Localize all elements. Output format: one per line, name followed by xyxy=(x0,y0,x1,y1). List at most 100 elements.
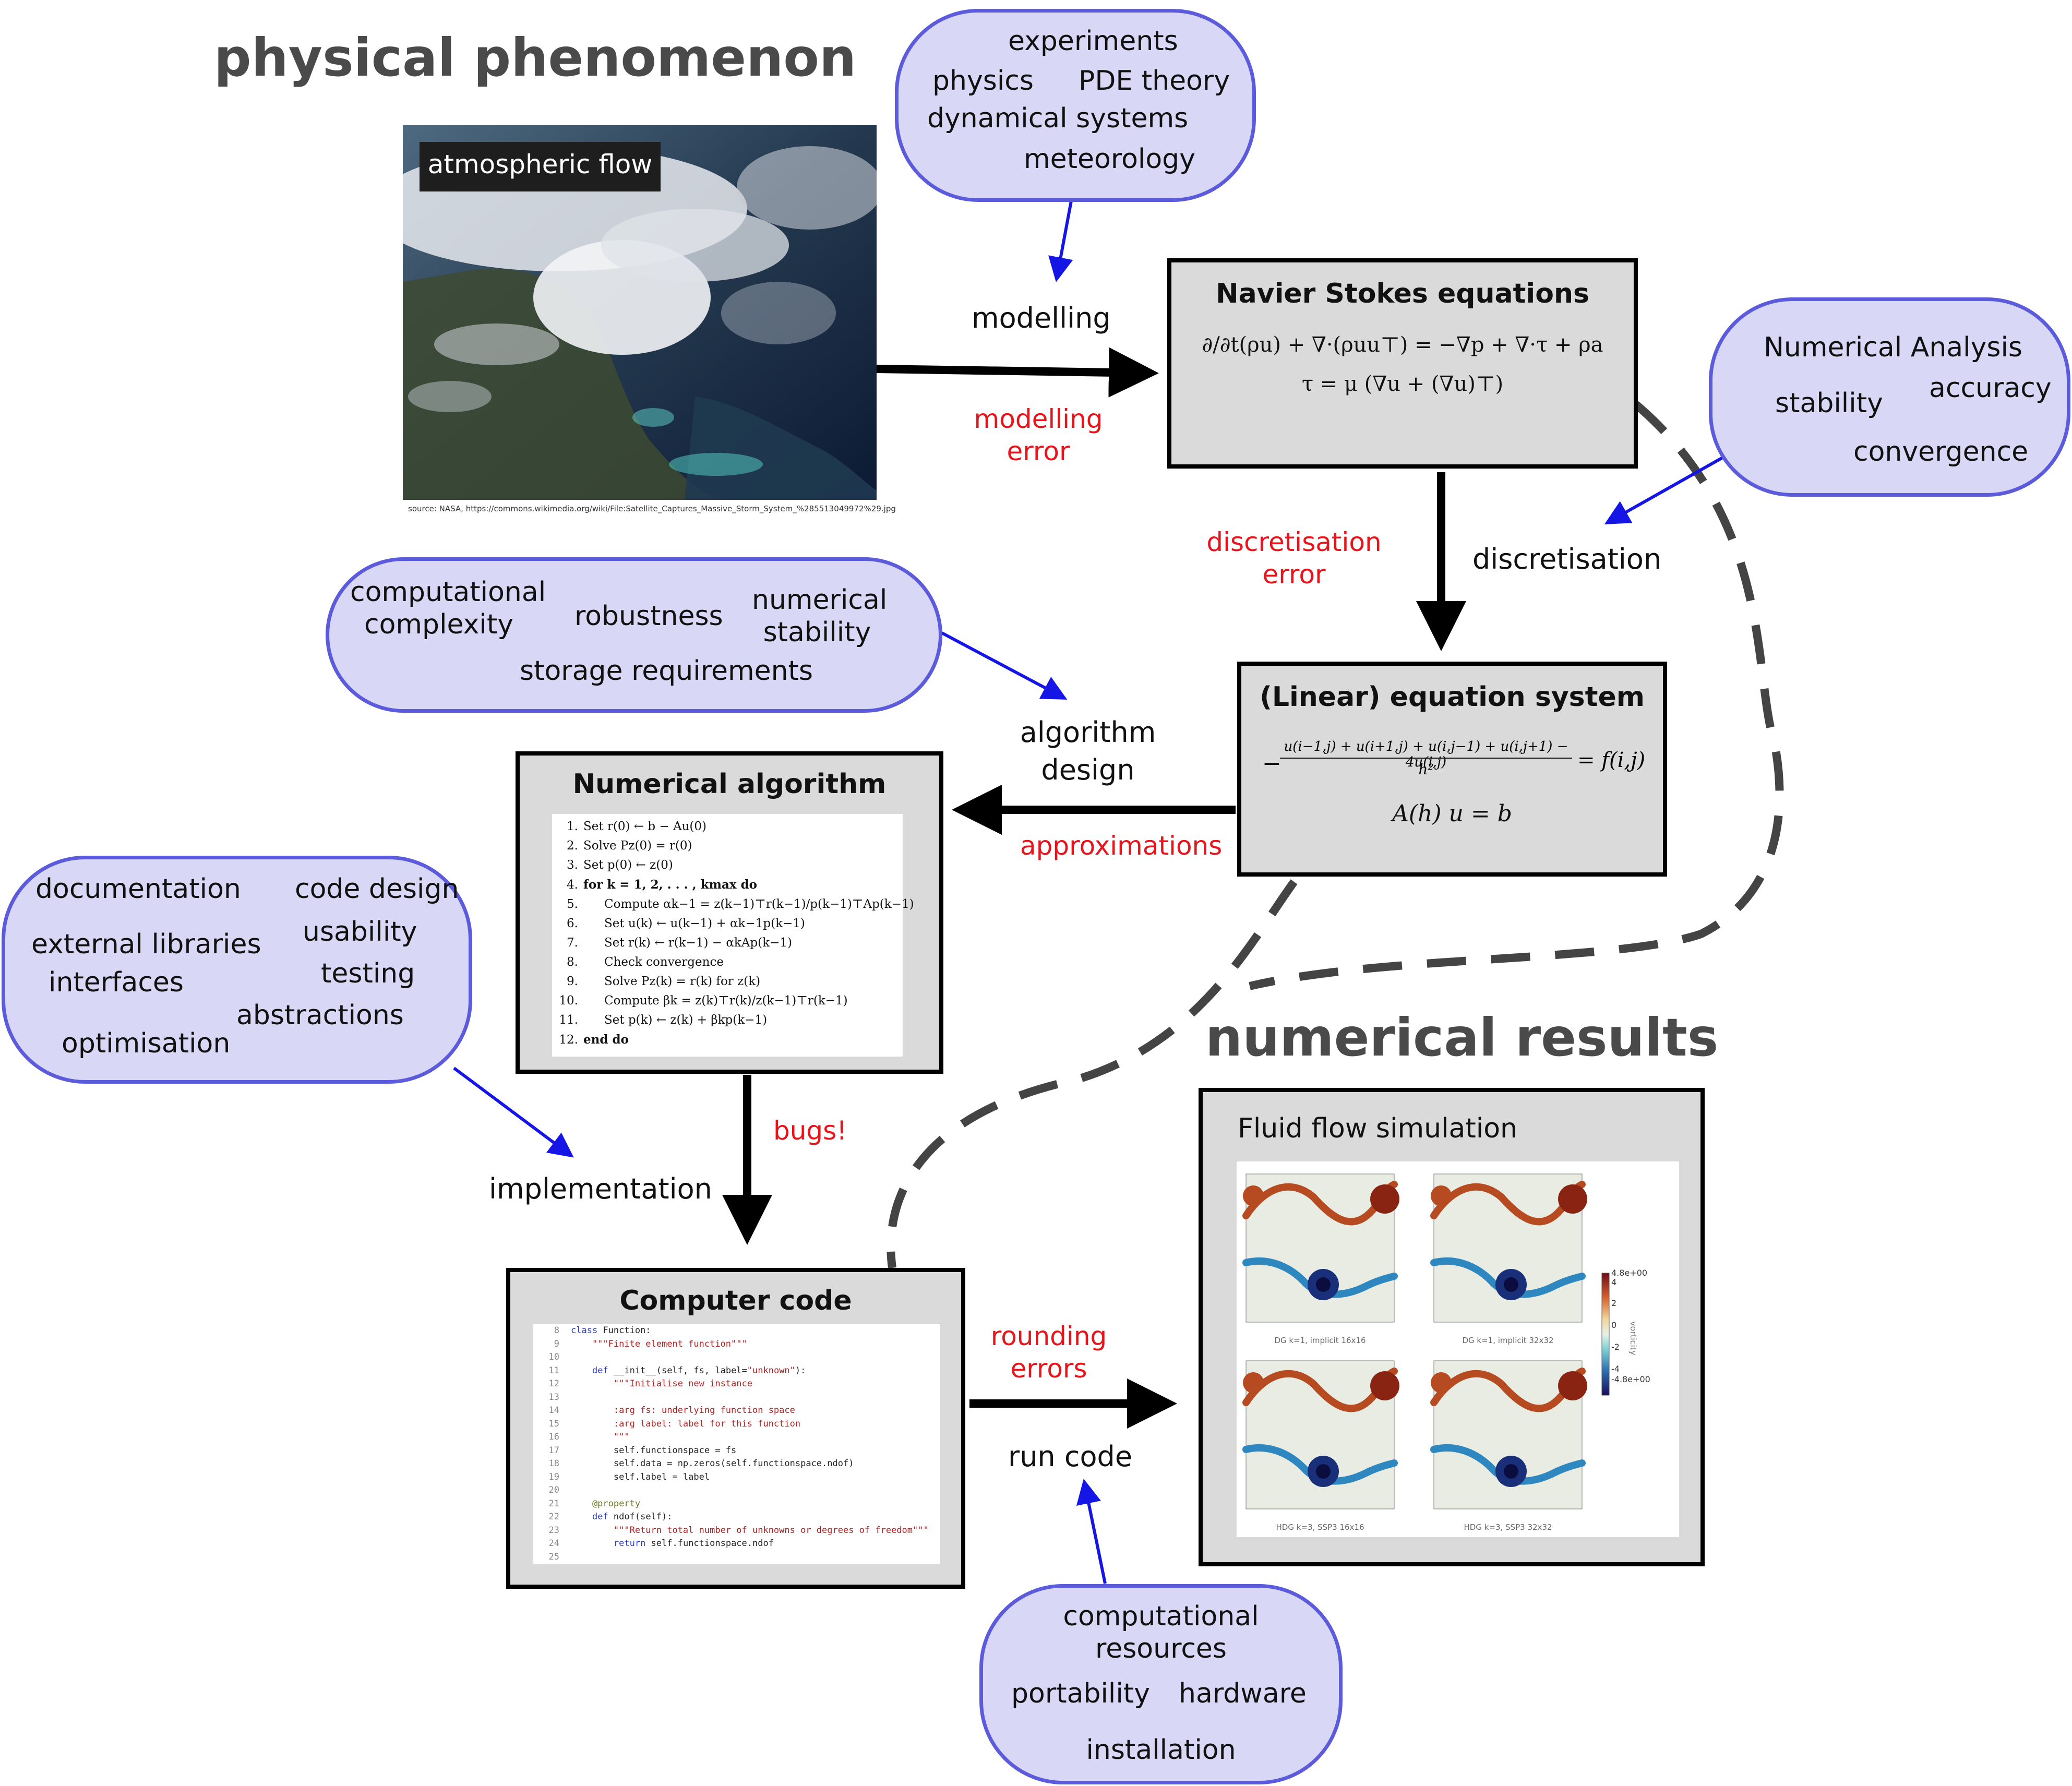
positive-vortex-edge xyxy=(1431,1372,1452,1393)
colorbar-tick: -4 xyxy=(1611,1364,1620,1374)
blue-arrow-resources xyxy=(1076,1479,1107,1584)
bubble-text: meteorology xyxy=(1024,143,1195,175)
line-number: 8 xyxy=(554,1325,559,1336)
algorithm-step-text: Solve Pz(k) = r(k) for z(k) xyxy=(604,975,761,988)
colorbar-tick: -4.8e+00 xyxy=(1611,1374,1650,1384)
blue-arrow-software xyxy=(453,1066,574,1158)
title-numerical-results: numerical results xyxy=(1205,1007,1719,1068)
algorithm-step-number: 3. xyxy=(567,858,578,872)
box-navier-stokes: Navier Stokes equations ∂/∂t(ρu) + ∇·(ρu… xyxy=(1167,258,1638,469)
algorithm-step-text: end do xyxy=(583,1033,629,1047)
algorithm-step-number: 1. xyxy=(567,820,578,833)
step-modelling: modelling xyxy=(972,302,1111,334)
eq-rhs: = −∇p + ∇·τ + ρa xyxy=(1415,333,1603,357)
line-number: 21 xyxy=(548,1498,559,1509)
error-bugs: bugs! xyxy=(773,1116,847,1146)
bubble-text: numerical xyxy=(752,584,888,616)
box-title: Computer code xyxy=(619,1285,852,1316)
code-text: """Finite element function""" xyxy=(571,1338,747,1349)
bubble-algorithm-properties: computational complexity robustness nume… xyxy=(326,557,942,713)
blue-arrow-top xyxy=(1048,200,1073,282)
negative-vortex-core xyxy=(1504,1277,1518,1292)
line-number: 9 xyxy=(554,1338,559,1349)
algorithm-step-text: Set u(k) ← u(k−1) + αk−1p(k−1) xyxy=(604,917,805,930)
algorithm-step: 10.Compute βk = z(k)⊤r(k)/z(k−1)⊤r(k−1) xyxy=(554,991,914,1011)
bubble-physics-knowledge: experiments physics PDE theory dynamical… xyxy=(895,9,1256,202)
bubble-text: dynamical systems xyxy=(927,103,1189,134)
box-linear-system: (Linear) equation system − u(i−1,j) + u(… xyxy=(1237,662,1667,877)
matrix-equation: A(h) u = b xyxy=(1392,800,1512,827)
positive-vortex-edge xyxy=(1243,1185,1264,1206)
colorbar-tick: 4.8e+00 xyxy=(1611,1268,1648,1278)
box-title: Numerical algorithm xyxy=(572,769,887,800)
colorbar-label: vorticity xyxy=(1628,1321,1638,1356)
photo-source-caption: source: NASA, https://commons.wikimedia.… xyxy=(408,504,896,513)
satellite-photo: atmospheric flow xyxy=(403,125,877,500)
algorithm-step: 7.Set r(k) ← r(k−1) − αkAp(k−1) xyxy=(554,933,914,953)
algorithm-step-text: Set p(k) ← z(k) + βkp(k−1) xyxy=(604,1013,768,1027)
positive-vortex xyxy=(1370,1371,1399,1400)
algorithm-step-number: 11. xyxy=(559,1013,578,1027)
algorithm-step-text: Set r(k) ← r(k−1) − αkAp(k−1) xyxy=(604,936,792,950)
title-physical-phenomenon: physical phenomenon xyxy=(214,27,857,88)
bubble-text: resources xyxy=(1095,1633,1227,1664)
bubble-text: experiments xyxy=(1008,26,1178,57)
code-line: 22 def ndof(self): xyxy=(533,1511,929,1524)
colorbar xyxy=(1601,1273,1610,1396)
simulation-panel: DG k=1, implicit 16x16 DG k=1, implicit … xyxy=(1237,1161,1679,1537)
step-implementation: implementation xyxy=(489,1172,712,1205)
bubble-text: interfaces xyxy=(49,967,184,998)
dashed-feedback-loop xyxy=(1249,401,1784,990)
bubble-text: hardware xyxy=(1179,1678,1307,1709)
algorithm-panel: 1.Set r(0) ← b − Au(0)2.Solve Pz(0) = r(… xyxy=(552,814,914,1057)
line-number: 18 xyxy=(548,1458,559,1469)
bubble-computational-resources: computational resources portability hard… xyxy=(979,1584,1343,1784)
code-line: 24 return self.functionspace.ndof xyxy=(533,1537,929,1551)
plot-caption: HDG k=3, SSP3 16x16 xyxy=(1276,1523,1364,1532)
code-panel: 8 class Function: 9 """Finite element func… xyxy=(533,1324,940,1564)
code-text: def ndof(self): xyxy=(592,1512,673,1522)
algorithm-step: 11. Set p(k) ← z(k) + βkp(k−1) xyxy=(554,1011,914,1030)
error-approximations: approximations xyxy=(1020,831,1223,861)
algorithm-step-number: 2. xyxy=(567,839,578,853)
negative-vortex-core xyxy=(1504,1464,1518,1479)
box-title: (Linear) equation system xyxy=(1260,681,1645,713)
negative-vortex-core xyxy=(1316,1277,1331,1292)
algorithm-step: 12. end do xyxy=(554,1030,914,1050)
colorbar-tick: 4 xyxy=(1611,1277,1617,1287)
bubble-text: PDE theory xyxy=(1079,65,1230,97)
algorithm-step: 2.Solve Pz(0) = r(0) xyxy=(554,836,914,856)
code-line: 19 self.label = label xyxy=(533,1471,929,1484)
bubble-text: computational xyxy=(350,577,546,608)
code-text: class Function: xyxy=(571,1325,651,1336)
photo-label: atmospheric flow xyxy=(427,149,653,179)
discrete-laplacian-equation: − u(i−1,j) + u(i+1,j) + u(i,j−1) + u(i,j… xyxy=(1262,739,1648,786)
algorithm-step-text: Check convergence xyxy=(604,955,724,969)
box-title: Navier Stokes equations xyxy=(1216,278,1589,309)
algorithm-step-number: 12. xyxy=(559,1033,578,1047)
bubble-text: stability xyxy=(1775,388,1883,419)
bubble-text: abstractions xyxy=(236,1000,404,1031)
code-line: 20 xyxy=(533,1484,929,1497)
code-text: self.label = label xyxy=(571,1471,710,1482)
photo-label-box: atmospheric flow xyxy=(420,142,661,191)
navier-stokes-equation: ∂/∂t(ρu) + ∇·(ρuu⊤) = −∇p + ∇·τ + ρa xyxy=(1171,333,1634,357)
code-text: """Initialise new instance xyxy=(571,1379,752,1389)
plot-caption: HDG k=3, SSP3 32x32 xyxy=(1464,1523,1552,1532)
step-run-code: run code xyxy=(1008,1440,1133,1473)
line-number: 19 xyxy=(548,1471,559,1482)
algorithm-step: 4.for k = 1, 2, . . . , kmax do xyxy=(554,875,914,895)
eq-minus: − xyxy=(1262,750,1281,777)
box-numerical-algorithm: Numerical algorithm 1.Set r(0) ← b − Au(… xyxy=(516,751,943,1074)
code-line: 8 class Function: xyxy=(533,1324,929,1338)
blue-arrow-algorithm xyxy=(941,631,1068,700)
bubble-text: convergence xyxy=(1853,436,2029,468)
line-number: 17 xyxy=(548,1445,559,1456)
box-title: Fluid flow simulation xyxy=(1238,1113,1517,1144)
line-number: 10 xyxy=(548,1352,559,1362)
algorithm-step: 5.Compute αk−1 = z(k−1)⊤r(k−1)/p(k−1)⊤Ap… xyxy=(554,895,914,914)
bubble-text: documentation xyxy=(35,873,241,905)
bubble-numerical-analysis: Numerical Analysis stability accuracy co… xyxy=(1709,297,2070,497)
line-number: 24 xyxy=(548,1538,559,1549)
positive-vortex xyxy=(1370,1184,1399,1214)
